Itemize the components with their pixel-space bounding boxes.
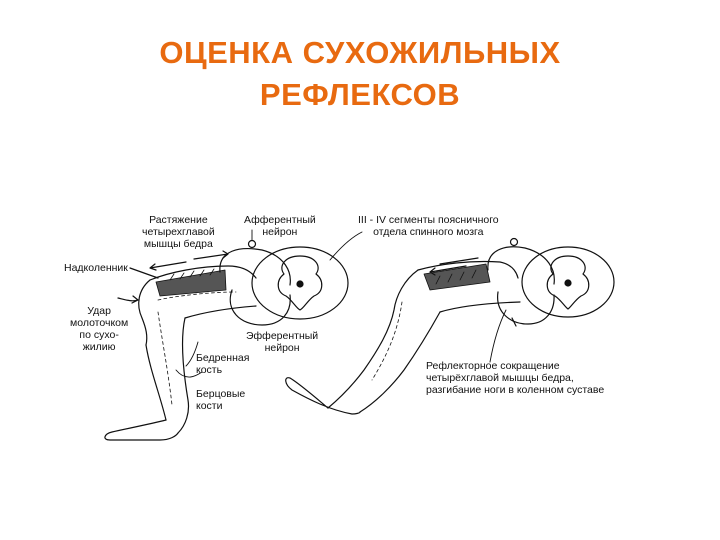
reflex-label-line-1: Рефлекторное сокращение [426,360,560,372]
stretch-label-line-3: мышцы бедра [143,238,213,250]
reflex-label-line-3: разгибание ноги в коленном суставе [426,384,605,396]
segments-label-line-2: отдела спинного мозга [373,226,484,238]
femur-label-line-1: Бедренная [196,352,250,364]
hit-label-line-3: по сухо- [79,329,119,341]
hit-label-line-4: жилию [82,341,116,353]
hit-label-line-2: молоточком [70,317,129,329]
title-line-2: РЕФЛЕКСОВ [259,77,461,112]
right-leg [285,257,521,415]
efferent-label-line-1: Эфферентный [246,330,319,342]
hit-label-line-1: Удар [87,305,111,317]
afferent-label-line-1: Афферентный [244,214,316,226]
tibia-label-line-1: Берцовые [196,388,246,400]
efferent-label: Эфферентный нейрон [246,330,318,354]
tibia-label: Берцовые кости [196,388,245,412]
patella-label: Надколенник [64,262,128,274]
right-spinal-cord [509,237,615,318]
afferent-label: Афферентный нейрон [244,214,316,238]
reflex-label-line-2: четырёхглавой мышцы бедра, [426,372,574,384]
stretch-label-line-1: Растяжение [149,214,208,226]
right-reflex-arc [487,246,555,327]
segments-label-line-1: III - IV сегменты поясничного [358,214,499,226]
segments-label: III - IV сегменты поясничного отдела спи… [358,214,499,238]
left-reflex-arc [219,239,291,326]
stretch-label: Растяжение четырехглавой мышцы бедра [142,214,215,250]
efferent-label-line-2: нейрон [264,342,300,354]
hit-label: Удар молоточком по сухо- жилию [70,305,128,353]
tibia-label-line-2: кости [196,400,223,412]
stretch-label-line-2: четырехглавой [142,226,215,238]
page-title: ОЦЕНКА СУХОЖИЛЬНЫХ РЕФЛЕКСОВ [0,32,720,116]
femur-label: Бедренная кость [196,352,249,376]
afferent-label-line-2: нейрон [262,226,298,238]
femur-label-line-2: кость [196,364,223,376]
title-line-1: ОЦЕНКА СУХОЖИЛЬНЫХ [159,35,561,70]
reflex-label: Рефлекторное сокращение четырёхглавой мы… [426,360,604,396]
left-spinal-cord [251,246,349,320]
